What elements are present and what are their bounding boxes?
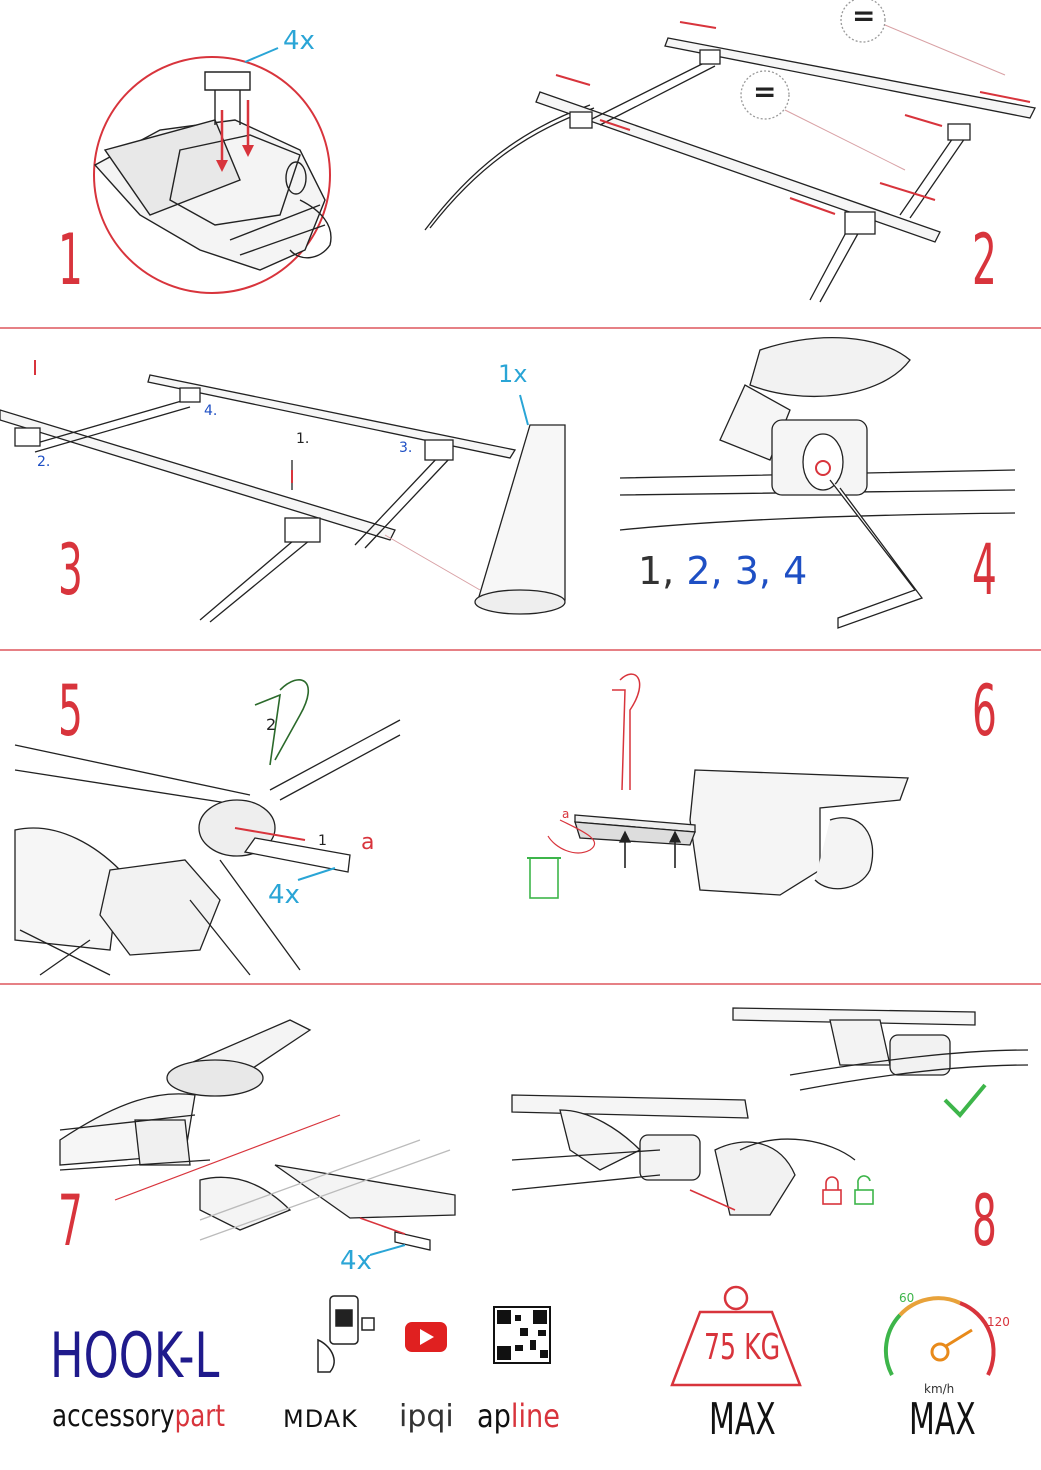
brand-mdak: MDAK: [283, 1405, 358, 1433]
qr-phone-icon: [317, 1295, 375, 1373]
quantity-label-4x: 4x: [268, 880, 300, 910]
brand-accessorypart: accessorypart: [52, 1399, 226, 1434]
speed-tick-60: 60: [899, 1291, 915, 1305]
weight-max-label: MAX: [709, 1394, 776, 1445]
step2-illustration: [424, 0, 1036, 303]
youtube-icon: [405, 1322, 447, 1352]
step-number-7: 7: [58, 1180, 83, 1262]
cut-step-label: 2: [266, 715, 277, 734]
order-label: 4.: [204, 403, 218, 419]
quantity-label-1x: 1x: [498, 360, 528, 388]
weight-limit: 75 KG: [704, 1327, 781, 1368]
step-number-2: 2: [972, 219, 997, 301]
product-name: HOOK-L: [50, 1319, 220, 1392]
equal-mark: =: [852, 0, 876, 32]
quantity-label-4x: 4x: [340, 1246, 372, 1276]
cut-step-label: 1: [318, 833, 327, 849]
step7-illustration: [59, 1019, 456, 1256]
speedometer-icon: [883, 1296, 996, 1376]
step-number-1: 1: [58, 219, 83, 301]
speed-tick-120: 120: [987, 1315, 1010, 1329]
step8-illustration: [511, 1007, 1029, 1216]
step-number-8: 8: [972, 1180, 997, 1262]
quantity-label-4x: 4x: [283, 26, 315, 56]
weight-icon: [670, 1285, 802, 1387]
brand-ipqi: ipqi: [399, 1399, 454, 1434]
step5-illustration: [14, 679, 401, 976]
step-number-3: 3: [58, 529, 83, 611]
qr-code-icon: [493, 1306, 551, 1364]
order-label: 3.: [399, 440, 413, 456]
step6-illustration: [527, 673, 909, 899]
tightening-sequence: 1, 2, 3, 4: [638, 549, 808, 593]
brand-apline: apline: [477, 1397, 561, 1435]
step-number-5: 5: [58, 670, 83, 752]
order-label: 2.: [37, 454, 51, 470]
speed-max-label: MAX: [909, 1394, 976, 1445]
step-number-6: 6: [972, 670, 997, 752]
speed-unit: km/h: [924, 1382, 955, 1396]
equal-mark: =: [753, 75, 777, 108]
cut-mark-a: a: [562, 807, 570, 821]
cut-mark-a: a: [361, 830, 375, 855]
step1-illustration: [93, 47, 332, 294]
step-number-4: 4: [972, 529, 997, 611]
step4-illustration: [619, 337, 1016, 629]
step3-illustration: [0, 360, 566, 623]
order-label: 1.: [296, 431, 310, 447]
